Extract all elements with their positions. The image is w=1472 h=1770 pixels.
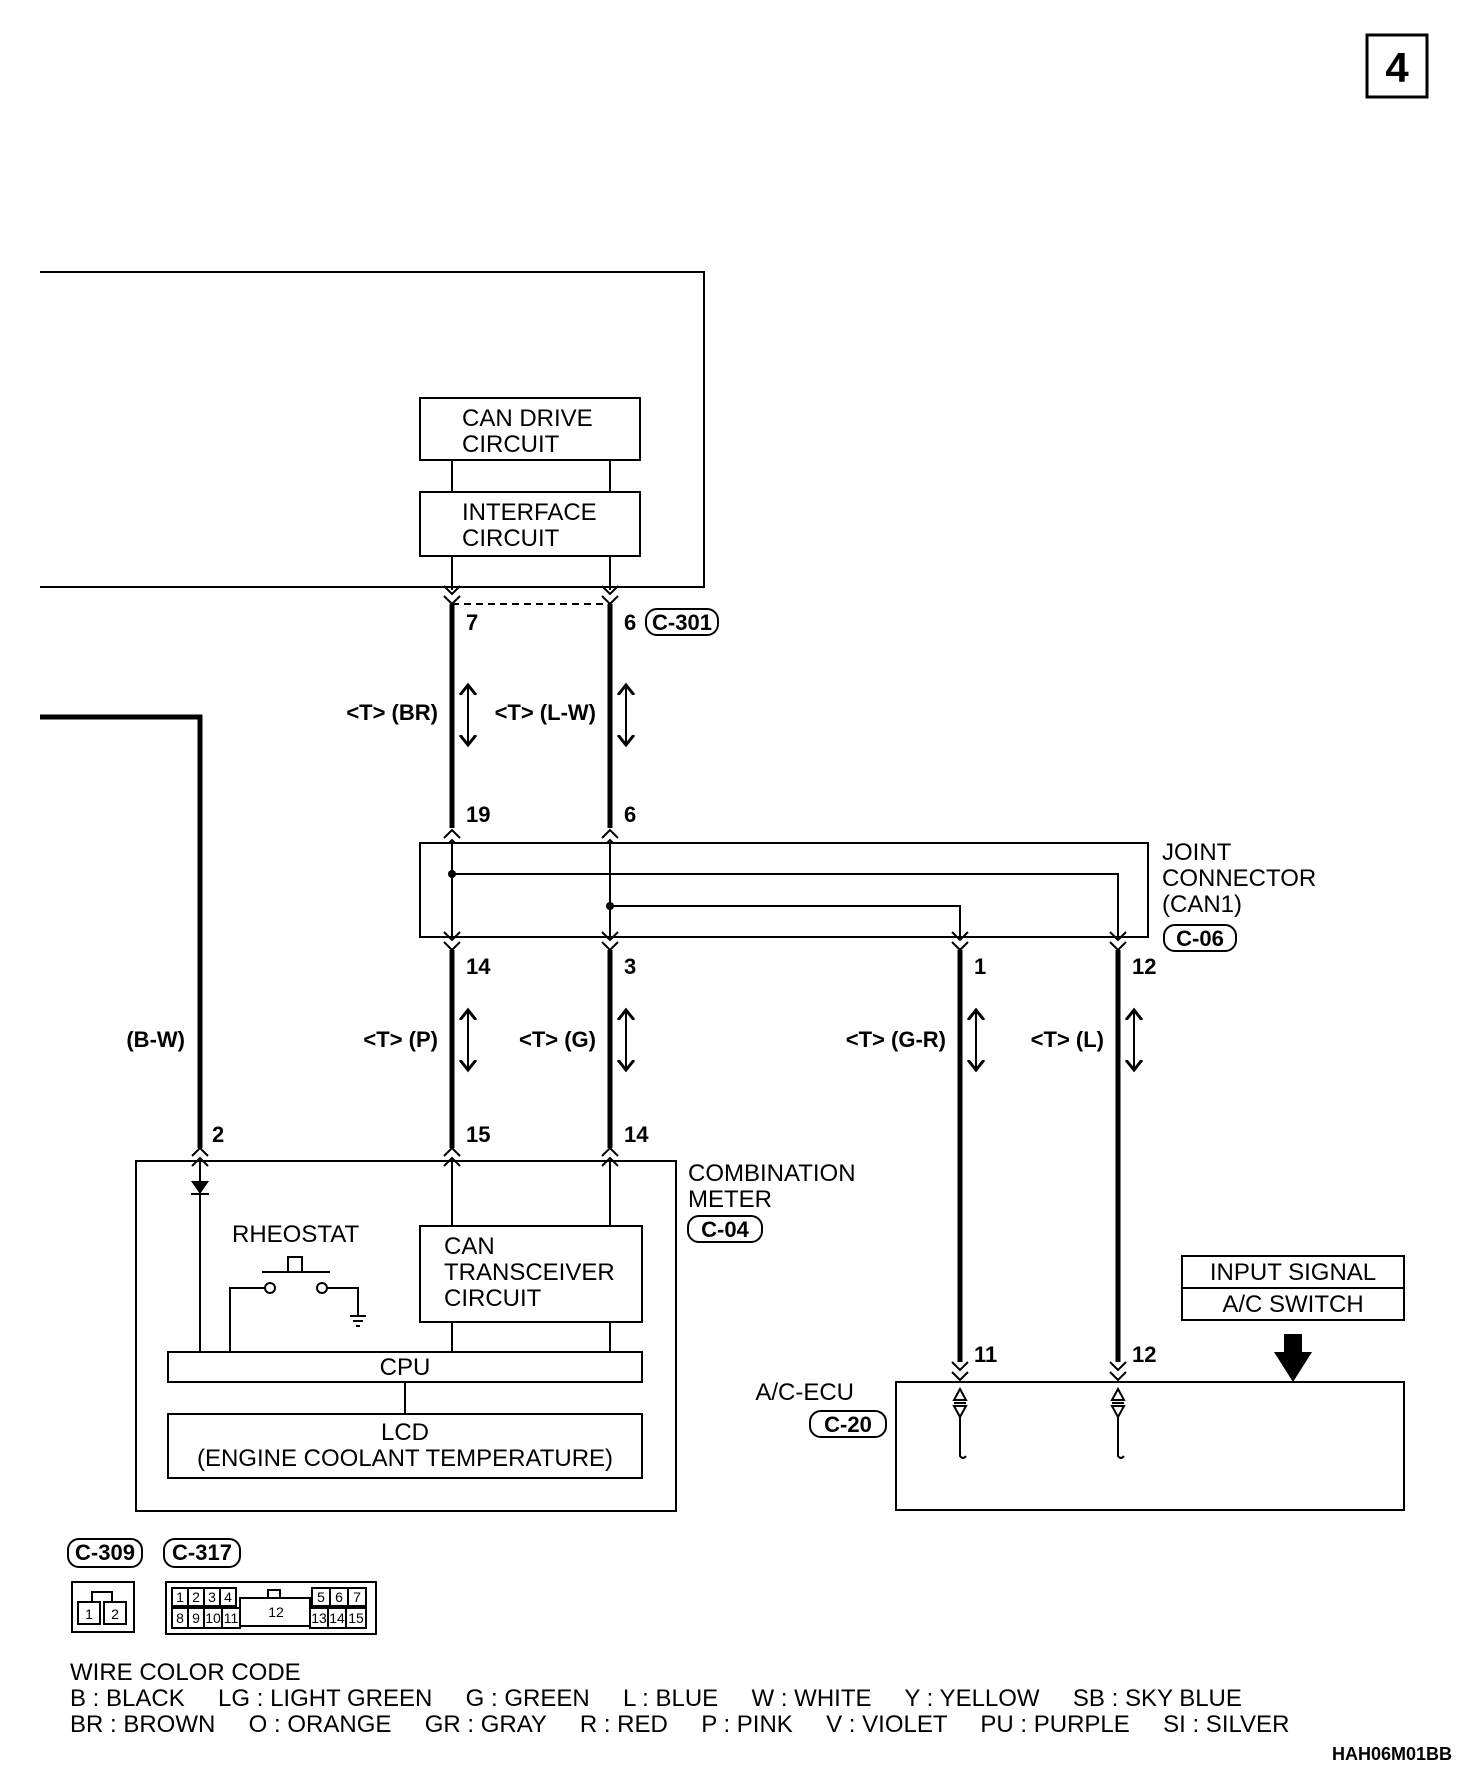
svg-text:7: 7 xyxy=(466,610,478,635)
signal-arrow-icon xyxy=(1274,1334,1312,1382)
svg-text:2: 2 xyxy=(111,1606,119,1622)
svg-text:COMBINATION: COMBINATION xyxy=(688,1160,856,1187)
input-signal-ac-switch: INPUT SIGNAL A/C SWITCH xyxy=(1181,1255,1405,1382)
connector-c301: 7 6 C-301 xyxy=(443,585,719,636)
rheostat-label: RHEOSTAT xyxy=(232,1221,359,1248)
svg-text:CONNECTOR: CONNECTOR xyxy=(1162,865,1316,892)
svg-text:A/C SWITCH: A/C SWITCH xyxy=(1222,1291,1363,1318)
svg-text:7: 7 xyxy=(353,1589,361,1605)
svg-text:1: 1 xyxy=(85,1606,93,1622)
svg-text:3: 3 xyxy=(624,954,636,979)
svg-text:INPUT SIGNAL: INPUT SIGNAL xyxy=(1210,1259,1376,1286)
svg-text:C-04: C-04 xyxy=(701,1217,749,1242)
svg-text:INTERFACE: INTERFACE xyxy=(462,499,597,526)
wire-color-code-legend: WIRE COLOR CODE B : BLACK LG : LIGHT GRE… xyxy=(70,1659,1289,1738)
svg-text:6: 6 xyxy=(624,610,636,635)
svg-text:JOINT: JOINT xyxy=(1162,839,1232,866)
wire-label-p: <T> (P) xyxy=(363,1027,438,1052)
svg-text:C-301: C-301 xyxy=(652,610,712,635)
can-transceiver-circuit-block xyxy=(419,1225,643,1323)
svg-text:8: 8 xyxy=(176,1610,184,1626)
svg-text:CIRCUIT: CIRCUIT xyxy=(462,431,560,458)
wire-label-g: <T> (G) xyxy=(519,1027,596,1052)
svg-text:A/C-ECU: A/C-ECU xyxy=(755,1379,854,1406)
svg-text:C-20: C-20 xyxy=(824,1412,872,1437)
connector-c317-view: C-317 1 2 3 4 5 6 7 8 9 10 11 13 14 15 1… xyxy=(163,1538,377,1635)
svg-text:6: 6 xyxy=(335,1589,343,1605)
lcd-block xyxy=(167,1413,643,1479)
figure-code: HAH06M01BB xyxy=(1332,1744,1452,1764)
svg-text:11: 11 xyxy=(224,1610,239,1626)
svg-text:12: 12 xyxy=(1132,1342,1156,1367)
svg-text:C-06: C-06 xyxy=(1176,926,1224,951)
svg-text:19: 19 xyxy=(466,802,490,827)
svg-text:CAN DRIVE: CAN DRIVE xyxy=(462,405,593,432)
rheostat-switch-icon xyxy=(229,1256,359,1352)
svg-text:CIRCUIT: CIRCUIT xyxy=(444,1285,542,1312)
wire-label-bw: (B-W) xyxy=(126,1027,185,1052)
page-number: 4 xyxy=(1365,33,1429,99)
svg-text:12: 12 xyxy=(268,1604,284,1620)
wire-label-br: <T> (BR) xyxy=(346,700,438,725)
svg-text:14: 14 xyxy=(466,954,491,979)
interface-circuit-block: INTERFACE CIRCUIT xyxy=(419,491,641,557)
svg-text:CAN: CAN xyxy=(444,1233,495,1260)
svg-text:12: 12 xyxy=(1132,954,1156,979)
connector-c309-view: C-309 1 2 xyxy=(67,1538,143,1633)
svg-text:B : BLACK LG : LIGHT GREEN: B : BLACK LG : LIGHT GREEN G : GREEN L :… xyxy=(70,1685,1242,1712)
svg-text:13: 13 xyxy=(311,1610,327,1626)
svg-text:1: 1 xyxy=(974,954,986,979)
svg-text:15: 15 xyxy=(466,1122,490,1147)
wire-label-gr: <T> (G-R) xyxy=(846,1027,946,1052)
svg-text:3: 3 xyxy=(208,1589,216,1605)
svg-text:14: 14 xyxy=(329,1610,345,1626)
ac-ecu-c20: 11 12 A/C-ECU C-20 xyxy=(755,1342,1405,1511)
svg-text:4: 4 xyxy=(1385,44,1409,91)
svg-text:5: 5 xyxy=(317,1589,325,1605)
svg-text:11: 11 xyxy=(974,1342,997,1367)
svg-text:LCD: LCD xyxy=(381,1419,429,1446)
svg-text:1: 1 xyxy=(176,1589,184,1605)
svg-text:2: 2 xyxy=(192,1589,200,1605)
ac-ecu-terminal-left-icon xyxy=(952,1386,968,1459)
svg-text:15: 15 xyxy=(348,1610,364,1626)
upstream-unit-outline xyxy=(40,271,705,588)
svg-text:14: 14 xyxy=(624,1122,649,1147)
svg-text:CIRCUIT: CIRCUIT xyxy=(462,525,560,552)
wire-label-lw: <T> (L-W) xyxy=(495,700,596,725)
svg-text:WIRE COLOR CODE: WIRE COLOR CODE xyxy=(70,1659,301,1686)
svg-text:2: 2 xyxy=(212,1122,224,1147)
svg-text:(ENGINE COOLANT TEMPERATURE): (ENGINE COOLANT TEMPERATURE) xyxy=(197,1445,613,1472)
svg-text:(CAN1): (CAN1) xyxy=(1162,891,1242,918)
svg-text:METER: METER xyxy=(688,1186,772,1213)
svg-text:9: 9 xyxy=(192,1610,200,1626)
wire-bw xyxy=(40,714,203,1148)
svg-text:C-309: C-309 xyxy=(75,1540,135,1565)
svg-text:4: 4 xyxy=(224,1589,232,1605)
joint-connector-c06: JOINT CONNECTOR (CAN1) C-06 xyxy=(419,828,1316,952)
can-drive-circuit-block: CAN DRIVE CIRCUIT xyxy=(419,397,641,461)
svg-text:10: 10 xyxy=(205,1610,221,1626)
svg-text:TRANSCEIVER: TRANSCEIVER xyxy=(444,1259,615,1286)
svg-text:6: 6 xyxy=(624,802,636,827)
ac-ecu-terminal-right-icon xyxy=(1110,1386,1126,1459)
svg-text:C-317: C-317 xyxy=(172,1540,232,1565)
combination-meter-c04: COMBINATION METER C-04 CAN TRANSCEIVER C… xyxy=(135,1146,856,1512)
svg-text:BR : BROWN O : ORANGE: BR : BROWN O : ORANGE GR : GRAY R : RED … xyxy=(70,1711,1289,1738)
svg-text:CPU: CPU xyxy=(380,1354,431,1381)
ground-icon xyxy=(350,1315,366,1327)
wire-label-l: <T> (L) xyxy=(1031,1027,1104,1052)
